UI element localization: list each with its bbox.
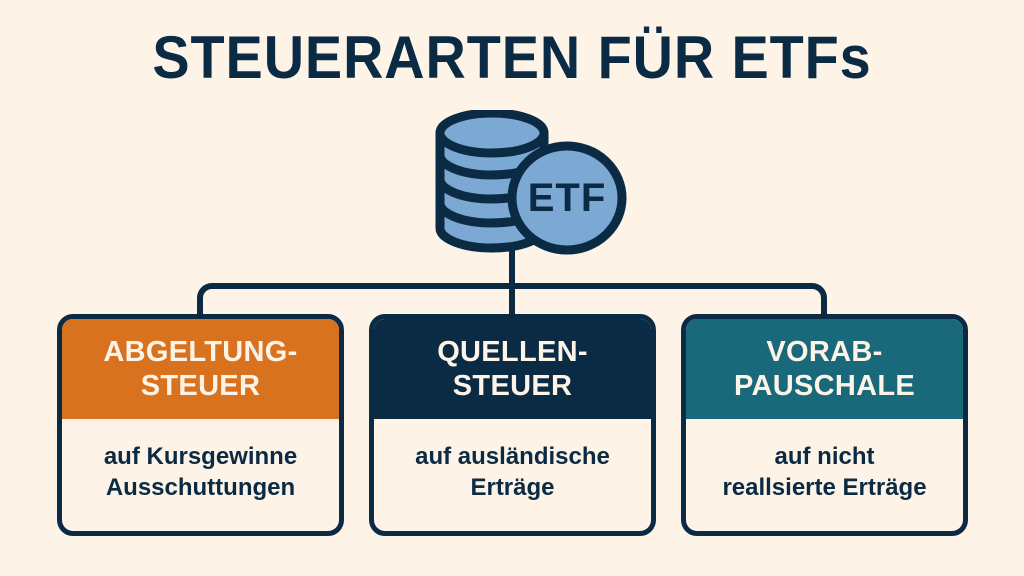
card-header-abgeltungsteuer: ABGELTUNG- STEUER bbox=[62, 319, 339, 419]
etf-coin-shape: ETF bbox=[507, 141, 627, 255]
card-body-line1: auf nicht bbox=[774, 442, 875, 470]
tax-type-cards: ABGELTUNG- STEUER auf Kursgewinne Aussch… bbox=[57, 314, 968, 536]
page-title: STEUERARTEN FÜR ETFs bbox=[152, 24, 872, 91]
card-abgeltungsteuer[interactable]: ABGELTUNG- STEUER auf Kursgewinne Aussch… bbox=[57, 314, 344, 536]
card-body-line1: auf Kursgewinne bbox=[103, 442, 298, 470]
connector-bus bbox=[197, 283, 827, 318]
card-body-abgeltungsteuer: auf Kursgewinne Ausschuttungen bbox=[62, 419, 339, 531]
connector-tree bbox=[197, 250, 827, 318]
card-quellensteuer[interactable]: QUELLEN- STEUER auf ausländische Erträge bbox=[369, 314, 656, 536]
card-header-quellensteuer: QUELLEN- STEUER bbox=[374, 319, 651, 419]
coin-stack-etf-icon: ETF bbox=[435, 110, 627, 255]
card-title-line1: ABGELTUNG- bbox=[103, 335, 298, 368]
card-body-line1: auf ausländische bbox=[415, 442, 610, 470]
coin-stack-shape bbox=[435, 110, 549, 253]
card-title-line1: QUELLEN- bbox=[437, 335, 588, 368]
card-header-vorabpauschale: VORAB- PAUSCHALE bbox=[686, 319, 963, 419]
card-body-line2: Ausschuttungen bbox=[105, 474, 296, 501]
card-body-line2: reallsierte Erträge bbox=[722, 474, 927, 501]
card-title-line2: PAUSCHALE bbox=[733, 370, 915, 402]
card-title-line2: STEUER bbox=[140, 370, 261, 402]
card-body-line2: Erträge bbox=[470, 474, 555, 501]
card-vorabpauschale[interactable]: VORAB- PAUSCHALE auf nicht reallsierte E… bbox=[681, 314, 968, 536]
card-body-quellensteuer: auf ausländische Erträge bbox=[374, 419, 651, 531]
card-body-vorabpauschale: auf nicht reallsierte Erträge bbox=[686, 419, 963, 531]
etf-coin-label: ETF bbox=[528, 176, 607, 220]
card-title-line1: VORAB- bbox=[766, 335, 883, 368]
card-title-line2: STEUER bbox=[452, 370, 573, 402]
